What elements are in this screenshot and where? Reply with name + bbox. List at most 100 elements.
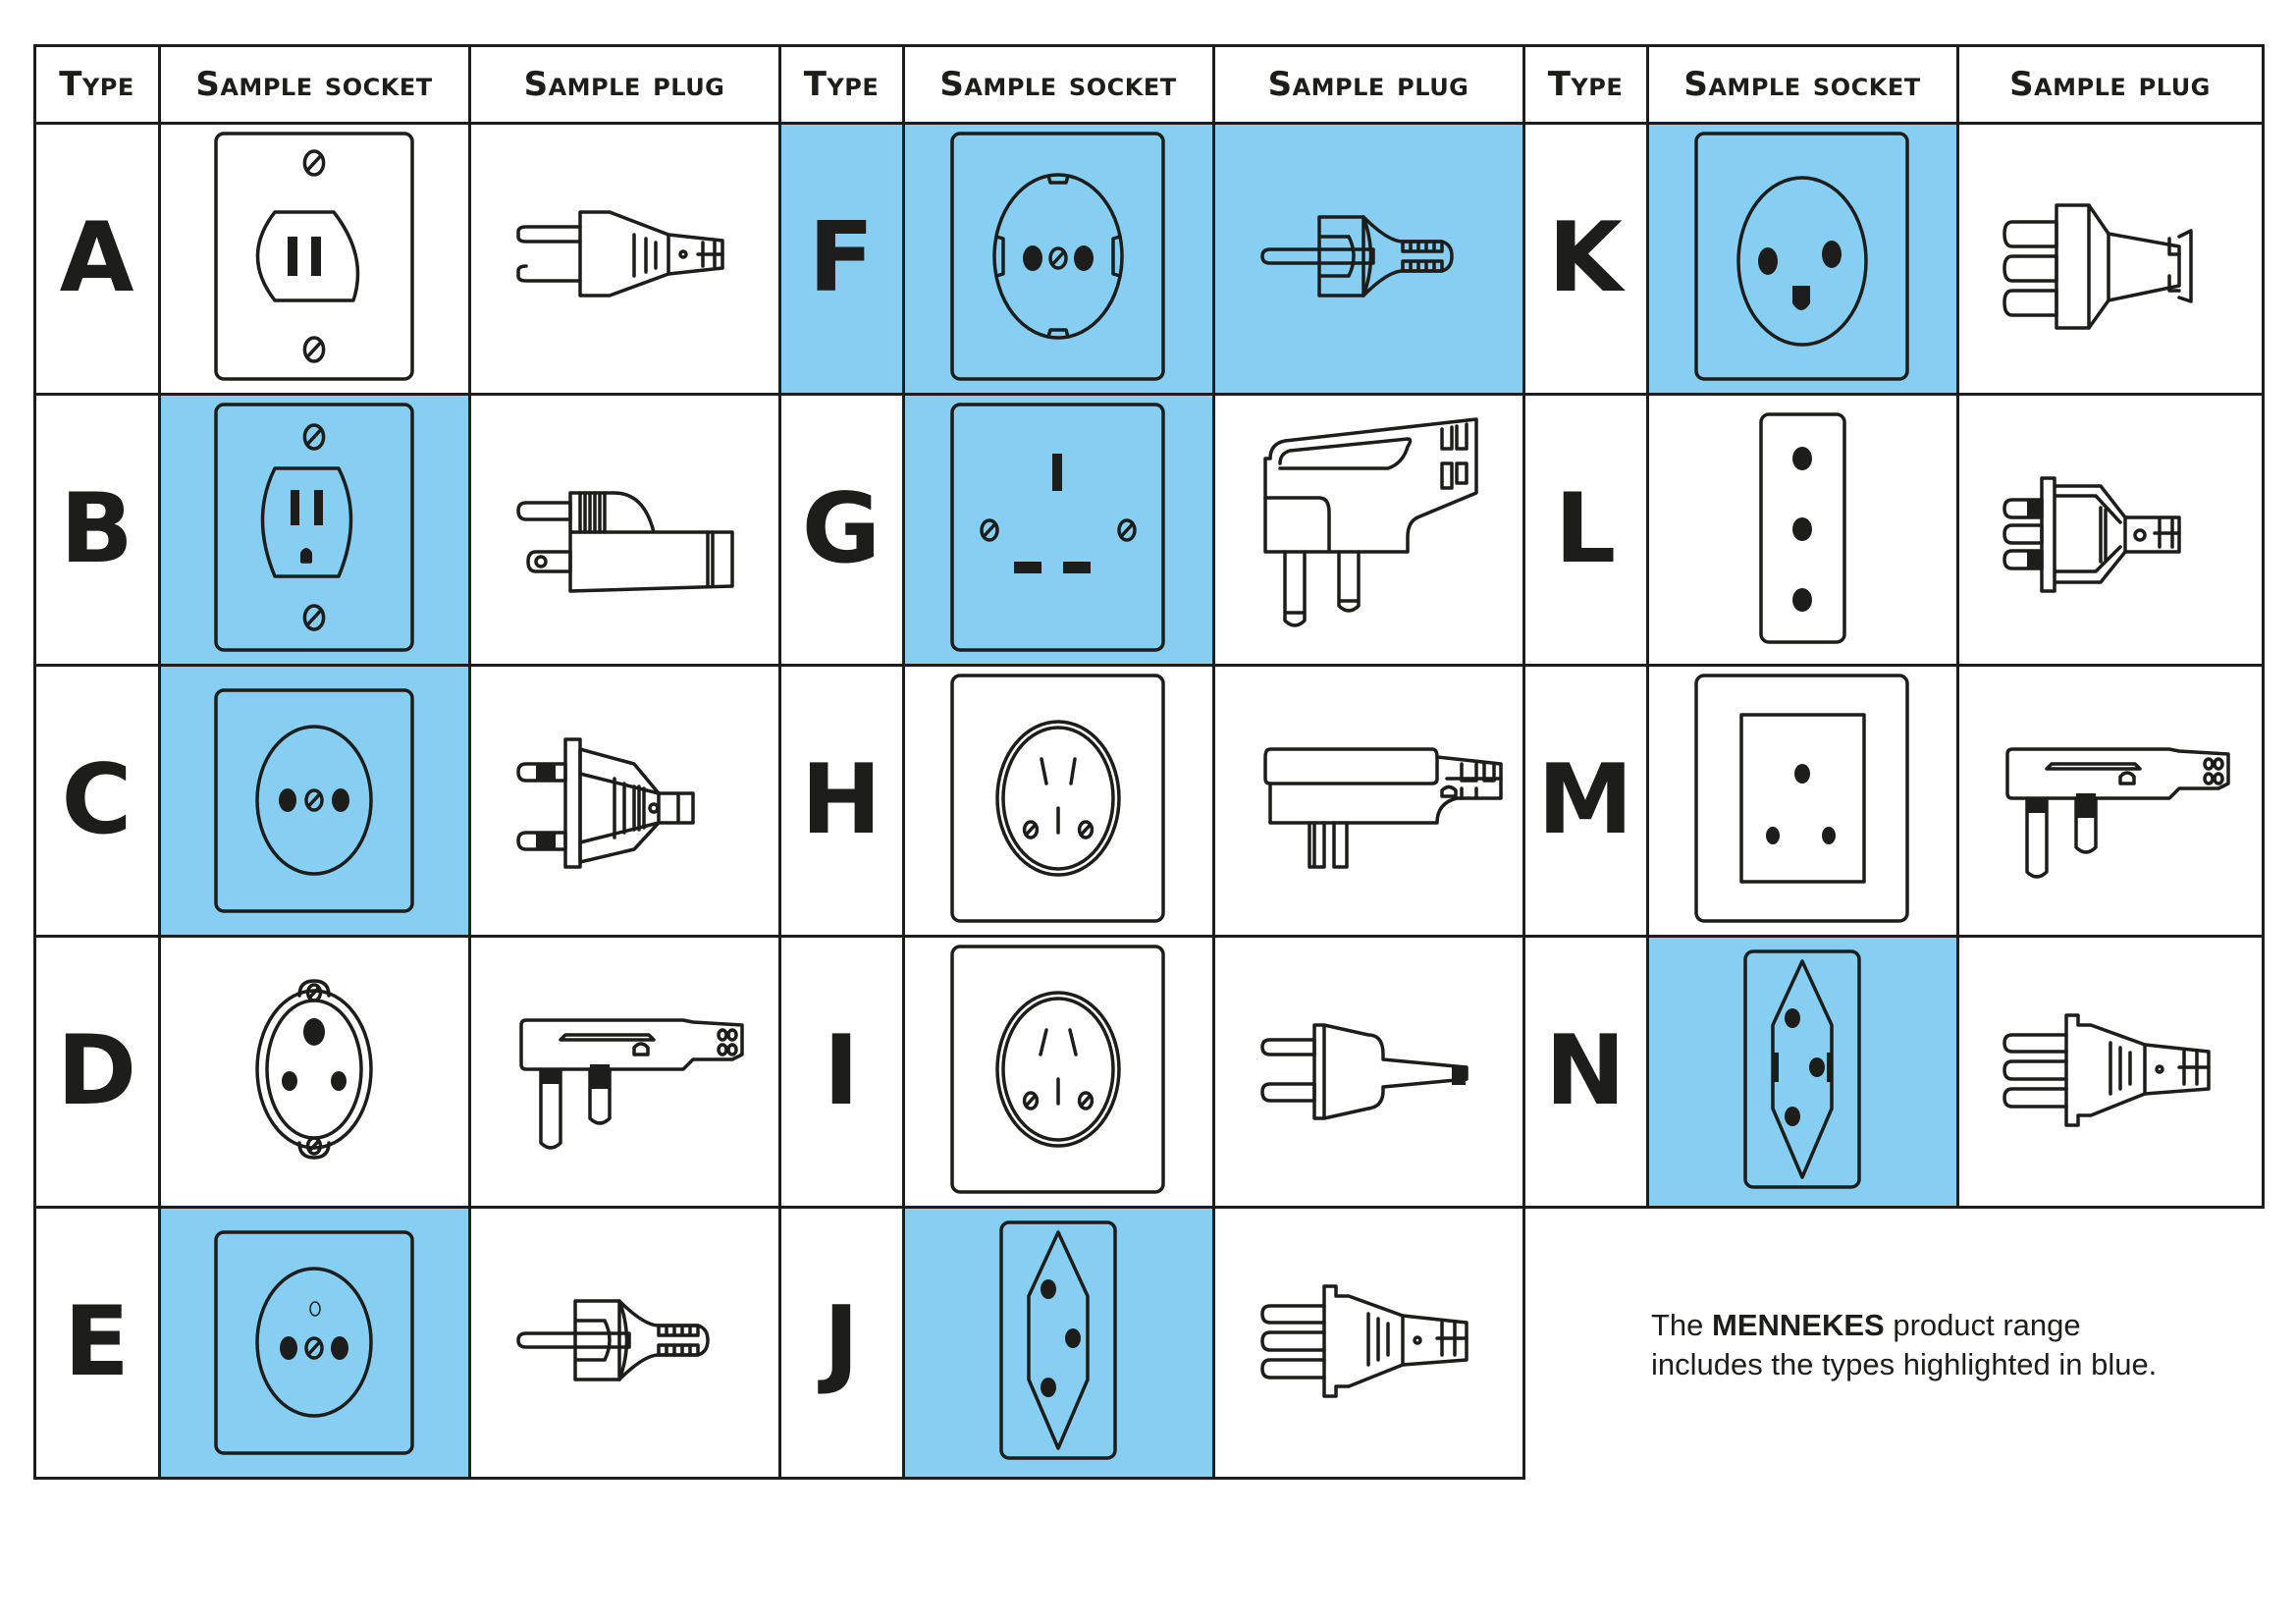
type-k-socket-cell: [1645, 121, 1959, 396]
type-m-socket-cell: [1645, 663, 1959, 938]
type-d-socket-cell: [157, 934, 471, 1209]
type-a-letter-cell: A: [32, 121, 161, 396]
type-letter: J: [823, 1286, 860, 1398]
header-plug: Sample plug: [1955, 43, 2265, 125]
header-type-label: Type: [803, 64, 880, 104]
note-line2: includes the types highlighted in blue.: [1651, 1347, 2158, 1381]
type-a-plug-icon: [497, 129, 752, 389]
brand-name: MENNEKES: [1712, 1308, 1885, 1342]
type-a-socket-cell: [157, 121, 471, 396]
type-h-letter-cell: H: [777, 663, 905, 938]
header-type: Type: [1522, 43, 1649, 125]
type-m-plug-icon: [1983, 671, 2238, 931]
type-a-plug-cell: [467, 121, 781, 396]
header-socket-label: Sample socket: [939, 64, 1177, 104]
type-letter: L: [1554, 473, 1617, 585]
type-b-plug-cell: [467, 392, 781, 667]
type-e-letter-cell: E: [32, 1205, 161, 1480]
type-i-socket-icon: [931, 942, 1186, 1202]
type-b-socket-cell: [157, 392, 471, 667]
type-i-plug-cell: [1211, 934, 1525, 1209]
type-i-plug-icon: [1241, 942, 1496, 1202]
type-j-plug-cell: [1211, 1205, 1525, 1480]
type-c-socket-icon: [187, 671, 442, 931]
type-g-plug-cell: [1211, 392, 1525, 667]
type-letter: M: [1537, 744, 1633, 856]
type-d-letter-cell: D: [32, 934, 161, 1209]
type-e-socket-cell: [157, 1205, 471, 1480]
type-j-socket-icon: [931, 1213, 1186, 1473]
type-n-letter-cell: N: [1522, 934, 1649, 1209]
type-c-plug-cell: [467, 663, 781, 938]
type-i-letter-cell: I: [777, 934, 905, 1209]
header-type-label: Type: [59, 64, 134, 104]
type-k-plug-cell: [1955, 121, 2265, 396]
type-letter: I: [823, 1015, 860, 1127]
type-n-socket-cell: [1645, 934, 1959, 1209]
type-letter: D: [56, 1015, 137, 1127]
type-l-plug-icon: [1983, 400, 2238, 660]
type-n-plug-cell: [1955, 934, 2265, 1209]
type-k-socket-icon: [1675, 129, 1930, 389]
header-socket-label: Sample socket: [195, 64, 433, 104]
type-d-plug-cell: [467, 934, 781, 1209]
type-g-plug-icon: [1241, 400, 1496, 660]
type-m-plug-cell: [1955, 663, 2265, 938]
type-e-plug-icon: [497, 1213, 752, 1473]
type-g-socket-icon: [931, 400, 1186, 660]
header-socket-label: Sample socket: [1683, 64, 1921, 104]
type-f-letter-cell: F: [777, 121, 905, 396]
type-letter: H: [800, 744, 882, 856]
type-l-socket-cell: [1645, 392, 1959, 667]
header-socket: Sample socket: [901, 43, 1215, 125]
header-plug-label: Sample plug: [2009, 64, 2211, 104]
type-a-socket-icon: [187, 129, 442, 389]
type-k-plug-icon: [1983, 129, 2238, 389]
type-b-letter-cell: B: [32, 392, 161, 667]
header-type: Type: [777, 43, 905, 125]
header-plug-label: Sample plug: [523, 64, 725, 104]
type-d-plug-icon: [497, 942, 752, 1202]
type-h-plug-cell: [1211, 663, 1525, 938]
type-l-letter-cell: L: [1522, 392, 1649, 667]
type-letter: C: [61, 744, 133, 856]
type-c-letter-cell: C: [32, 663, 161, 938]
type-b-socket-icon: [187, 400, 442, 660]
type-k-letter-cell: K: [1522, 121, 1649, 396]
type-letter: A: [59, 202, 134, 314]
header-plug: Sample plug: [1211, 43, 1525, 125]
type-e-socket-icon: [187, 1213, 442, 1473]
type-i-socket-cell: [901, 934, 1215, 1209]
type-letter: N: [1544, 1015, 1627, 1127]
header-socket: Sample socket: [1645, 43, 1959, 125]
type-f-plug-cell: [1211, 121, 1525, 396]
header-socket: Sample socket: [157, 43, 471, 125]
type-h-socket-icon: [931, 671, 1186, 931]
type-h-socket-cell: [901, 663, 1215, 938]
type-f-socket-icon: [931, 129, 1186, 389]
type-j-letter-cell: J: [777, 1205, 905, 1480]
type-c-socket-cell: [157, 663, 471, 938]
type-e-plug-cell: [467, 1205, 781, 1480]
note-prefix: The: [1651, 1308, 1713, 1342]
type-letter: G: [801, 473, 881, 585]
type-f-plug-icon: [1241, 129, 1496, 389]
type-g-letter-cell: G: [777, 392, 905, 667]
type-l-socket-icon: [1675, 400, 1930, 660]
type-m-letter-cell: M: [1522, 663, 1649, 938]
type-n-socket-icon: [1675, 942, 1930, 1202]
type-c-plug-icon: [497, 671, 752, 931]
product-range-note: The MENNEKES product range includes the …: [1651, 1306, 2157, 1384]
note-line1: product range: [1884, 1308, 2081, 1342]
type-m-socket-icon: [1675, 671, 1930, 931]
type-l-plug-cell: [1955, 392, 2265, 667]
type-letter: B: [60, 473, 133, 585]
type-b-plug-icon: [497, 400, 752, 660]
type-letter: F: [808, 202, 875, 314]
type-h-plug-icon: [1241, 671, 1503, 931]
type-f-socket-cell: [901, 121, 1215, 396]
type-j-plug-icon: [1241, 1213, 1496, 1473]
type-d-socket-icon: [187, 942, 442, 1202]
type-g-socket-cell: [901, 392, 1215, 667]
header-plug-label: Sample plug: [1267, 64, 1469, 104]
